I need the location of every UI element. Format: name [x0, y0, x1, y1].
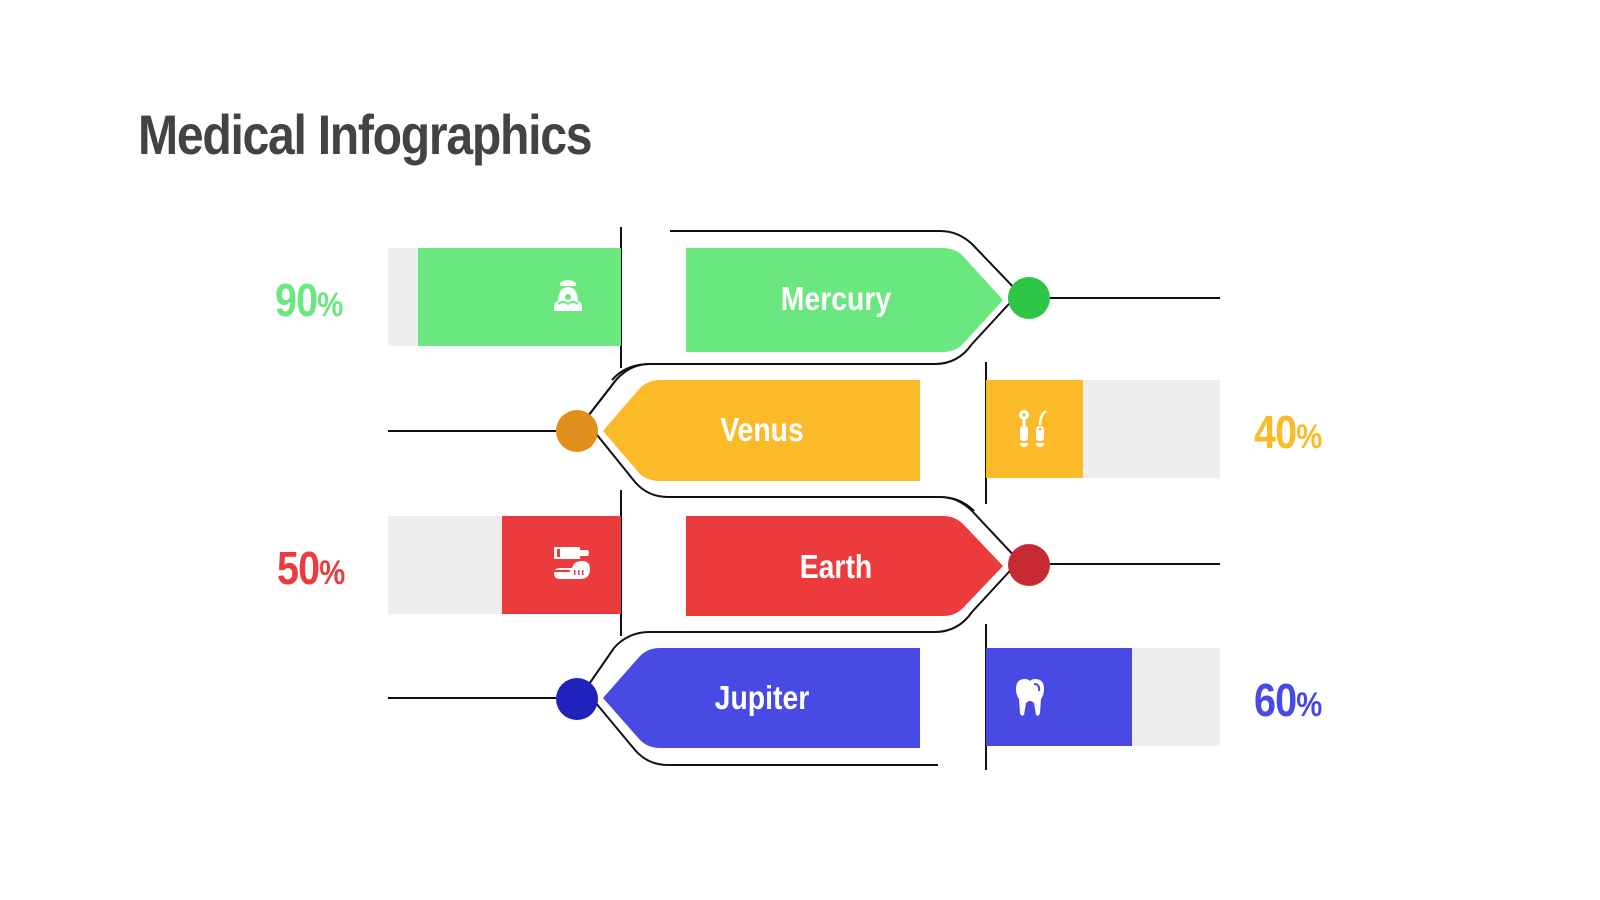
- mercury-node: [1008, 277, 1050, 319]
- earth-node: [1008, 544, 1050, 586]
- earth-progress-fill: [502, 516, 621, 614]
- mercury-progress-fill: [418, 248, 621, 346]
- jupiter-label: Jupiter: [714, 679, 810, 716]
- jupiter-percent: 60%: [1254, 674, 1322, 726]
- venus-label: Venus: [720, 411, 804, 448]
- earth-outline: [613, 496, 1021, 649]
- earth-tag: [686, 516, 1003, 616]
- jupiter-node: [556, 678, 598, 720]
- tooth-icon: [1008, 675, 1052, 719]
- jupiter-progress-fill: [986, 648, 1132, 746]
- mercury-tag: [686, 248, 1003, 352]
- venus-tag: [603, 380, 920, 481]
- venus-percent: 40%: [1254, 406, 1322, 458]
- page-title: Medical Infographics: [138, 103, 593, 166]
- dental-tools-icon: [1012, 407, 1056, 451]
- mercury-label: Mercury: [780, 280, 892, 317]
- venus-progress-track: [986, 380, 1220, 478]
- mercury-percent: 90%: [275, 274, 343, 326]
- venus-node: [556, 410, 598, 452]
- earth-label: Earth: [799, 548, 873, 585]
- earth-percent: 50%: [277, 542, 345, 594]
- dental-chair-icon: [546, 275, 590, 319]
- jupiter-outline: [583, 647, 938, 766]
- jupiter-tag: [603, 648, 920, 748]
- toothpaste-toothbrush-icon: [550, 543, 594, 587]
- mercury-progress-track: [388, 248, 621, 346]
- jupiter-progress-track: [986, 648, 1220, 746]
- venus-progress-fill: [986, 380, 1083, 478]
- earth-progress-track: [388, 516, 621, 614]
